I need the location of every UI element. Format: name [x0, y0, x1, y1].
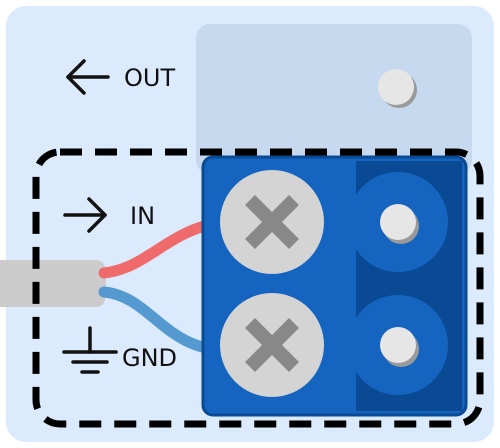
out-label: OUT [124, 64, 175, 92]
ground-icon [62, 326, 118, 374]
screw-in [220, 170, 324, 274]
output-block [196, 24, 472, 174]
terminal-pin-in [380, 204, 419, 244]
gnd-label: GND [122, 344, 177, 372]
input-highlight-border [32, 148, 484, 428]
screw-gnd [220, 293, 324, 397]
output-pin [378, 69, 417, 108]
in-label: IN [130, 202, 155, 230]
arrow-left-icon [66, 59, 110, 95]
terminal-pin-gnd [380, 327, 419, 367]
arrow-right-icon [63, 197, 107, 233]
cable-sheath [0, 260, 106, 307]
